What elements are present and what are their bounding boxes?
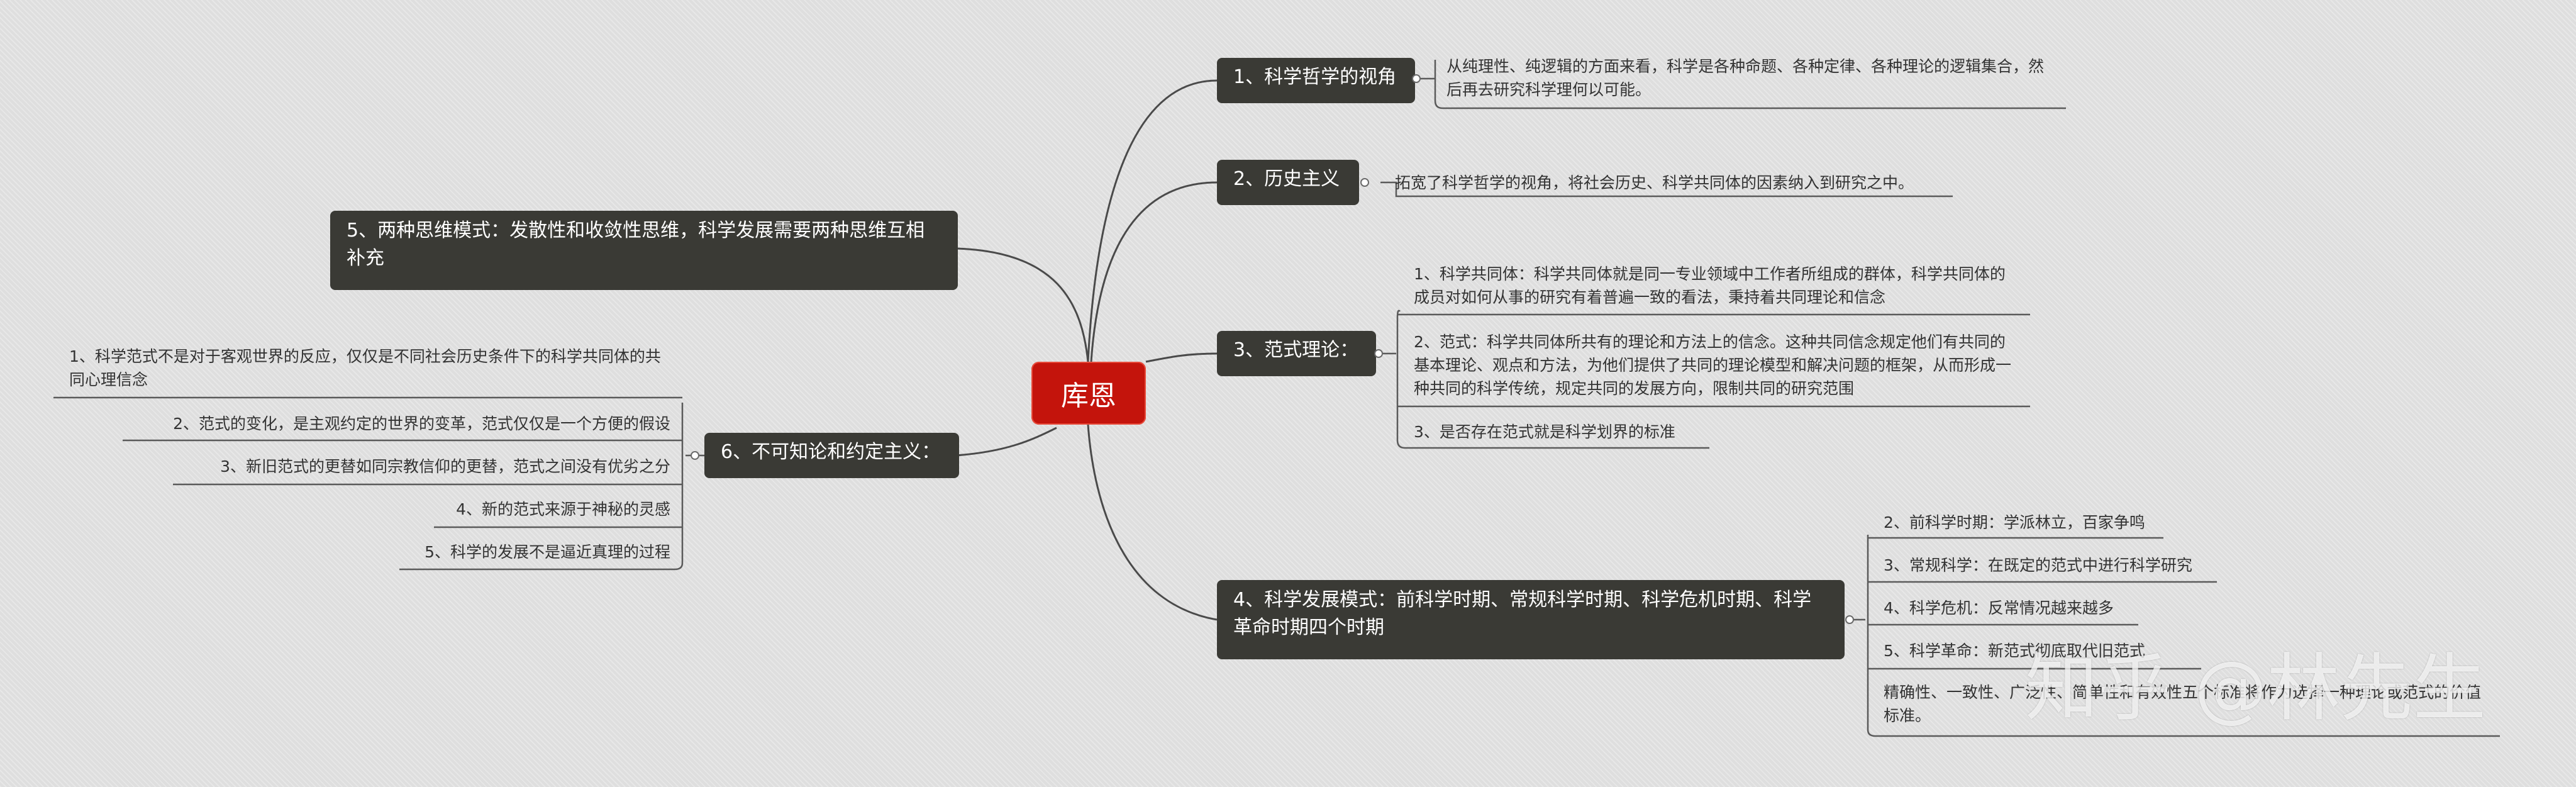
branch-1-node[interactable]: 1、科学哲学的视角 bbox=[1217, 58, 1415, 103]
branch-4-leaf-3: 4、科学危机：反常情况越来越多 bbox=[1884, 599, 2114, 617]
connector-branch-4 bbox=[1087, 424, 1218, 621]
branch-2-node[interactable]: 2、历史主义 bbox=[1217, 160, 1359, 205]
branch-4-node[interactable]: 4、科学发展模式：前科学时期、常规科学时期、科学危机时期、科学革命时期四个时期 bbox=[1217, 580, 1845, 659]
collapse-toggle-icon[interactable] bbox=[1845, 615, 1854, 624]
connector-branch-2 bbox=[1090, 181, 1218, 362]
connector-branch-1 bbox=[1087, 79, 1218, 362]
watermark-text: 知乎 @林先生 bbox=[2025, 646, 2486, 731]
bracket-branch-4 bbox=[1845, 535, 2500, 737]
branch-6-node[interactable]: 6、不可知论和约定主义： bbox=[704, 433, 959, 478]
branch-3-leaf-2: 2、范式：科学共同体所共有的理论和方法上的信念。这种共同信念规定他们有共同的基本… bbox=[1414, 333, 2012, 398]
branch-2-leaf-1: 拓宽了科学哲学的视角，将社会历史、科学共同体的因素纳入到研究之中。 bbox=[1395, 174, 1914, 192]
collapse-toggle-icon[interactable] bbox=[1360, 178, 1369, 187]
bracket-branch-2 bbox=[1380, 181, 1953, 198]
branch-6-leaf-3: 3、新旧范式的更替如同宗教信仰的更替，范式之间没有优劣之分 bbox=[220, 457, 670, 476]
central-topic[interactable]: 库恩 bbox=[1031, 362, 1146, 425]
connector-branch-6 bbox=[955, 427, 1057, 457]
collapse-toggle-icon[interactable] bbox=[1412, 74, 1421, 83]
collapse-toggle-icon[interactable] bbox=[691, 451, 699, 460]
branch-3-leaf-1: 1、科学共同体：科学共同体就是同一专业领域中工作者所组成的群体，科学共同体的成员… bbox=[1414, 265, 2006, 306]
branch-3-node[interactable]: 3、范式理论： bbox=[1217, 331, 1376, 376]
branch-5-node[interactable]: 5、两种思维模式：发散性和收敛性思维，科学发展需要两种思维互相补充 bbox=[330, 211, 958, 290]
bracket-branch-3 bbox=[1376, 310, 2030, 449]
connector-branch-5 bbox=[955, 247, 1089, 362]
branch-6-leaf-1: 1、科学范式不是对于客观世界的反应，仅仅是不同社会历史条件下的科学共同体的共同心… bbox=[69, 347, 661, 389]
branch-6-leaf-5: 5、科学的发展不是逼近真理的过程 bbox=[425, 543, 670, 561]
branch-6-leaf-4: 4、新的范式来源于神秘的灵感 bbox=[456, 500, 670, 518]
branch-4-leaf-1: 2、前科学时期：学派林立，百家争鸣 bbox=[1884, 513, 2145, 532]
connector-branch-3 bbox=[1145, 352, 1218, 363]
collapse-toggle-icon[interactable] bbox=[1374, 349, 1383, 358]
branch-3-leaf-3: 3、是否存在范式就是科学划界的标准 bbox=[1414, 423, 1675, 441]
branch-4-leaf-4: 5、科学革命：新范式彻底取代旧范式 bbox=[1884, 642, 2145, 660]
branch-4-leaf-5: 精确性、一致性、广泛性、简单性和有效性五个标准将作为选择一种理论或范式的价值标准… bbox=[1884, 683, 2482, 725]
branch-4-leaf-2: 3、常规科学：在既定的范式中进行科学研究 bbox=[1884, 556, 2192, 574]
branch-6-leaf-2: 2、范式的变化，是主观约定的世界的变革，范式仅仅是一个方便的假设 bbox=[173, 415, 670, 433]
branch-1-leaf-1: 从纯理性、纯逻辑的方面来看，科学是各种命题、各种定律、各种理论的逻辑集合，然后再… bbox=[1446, 57, 2045, 99]
